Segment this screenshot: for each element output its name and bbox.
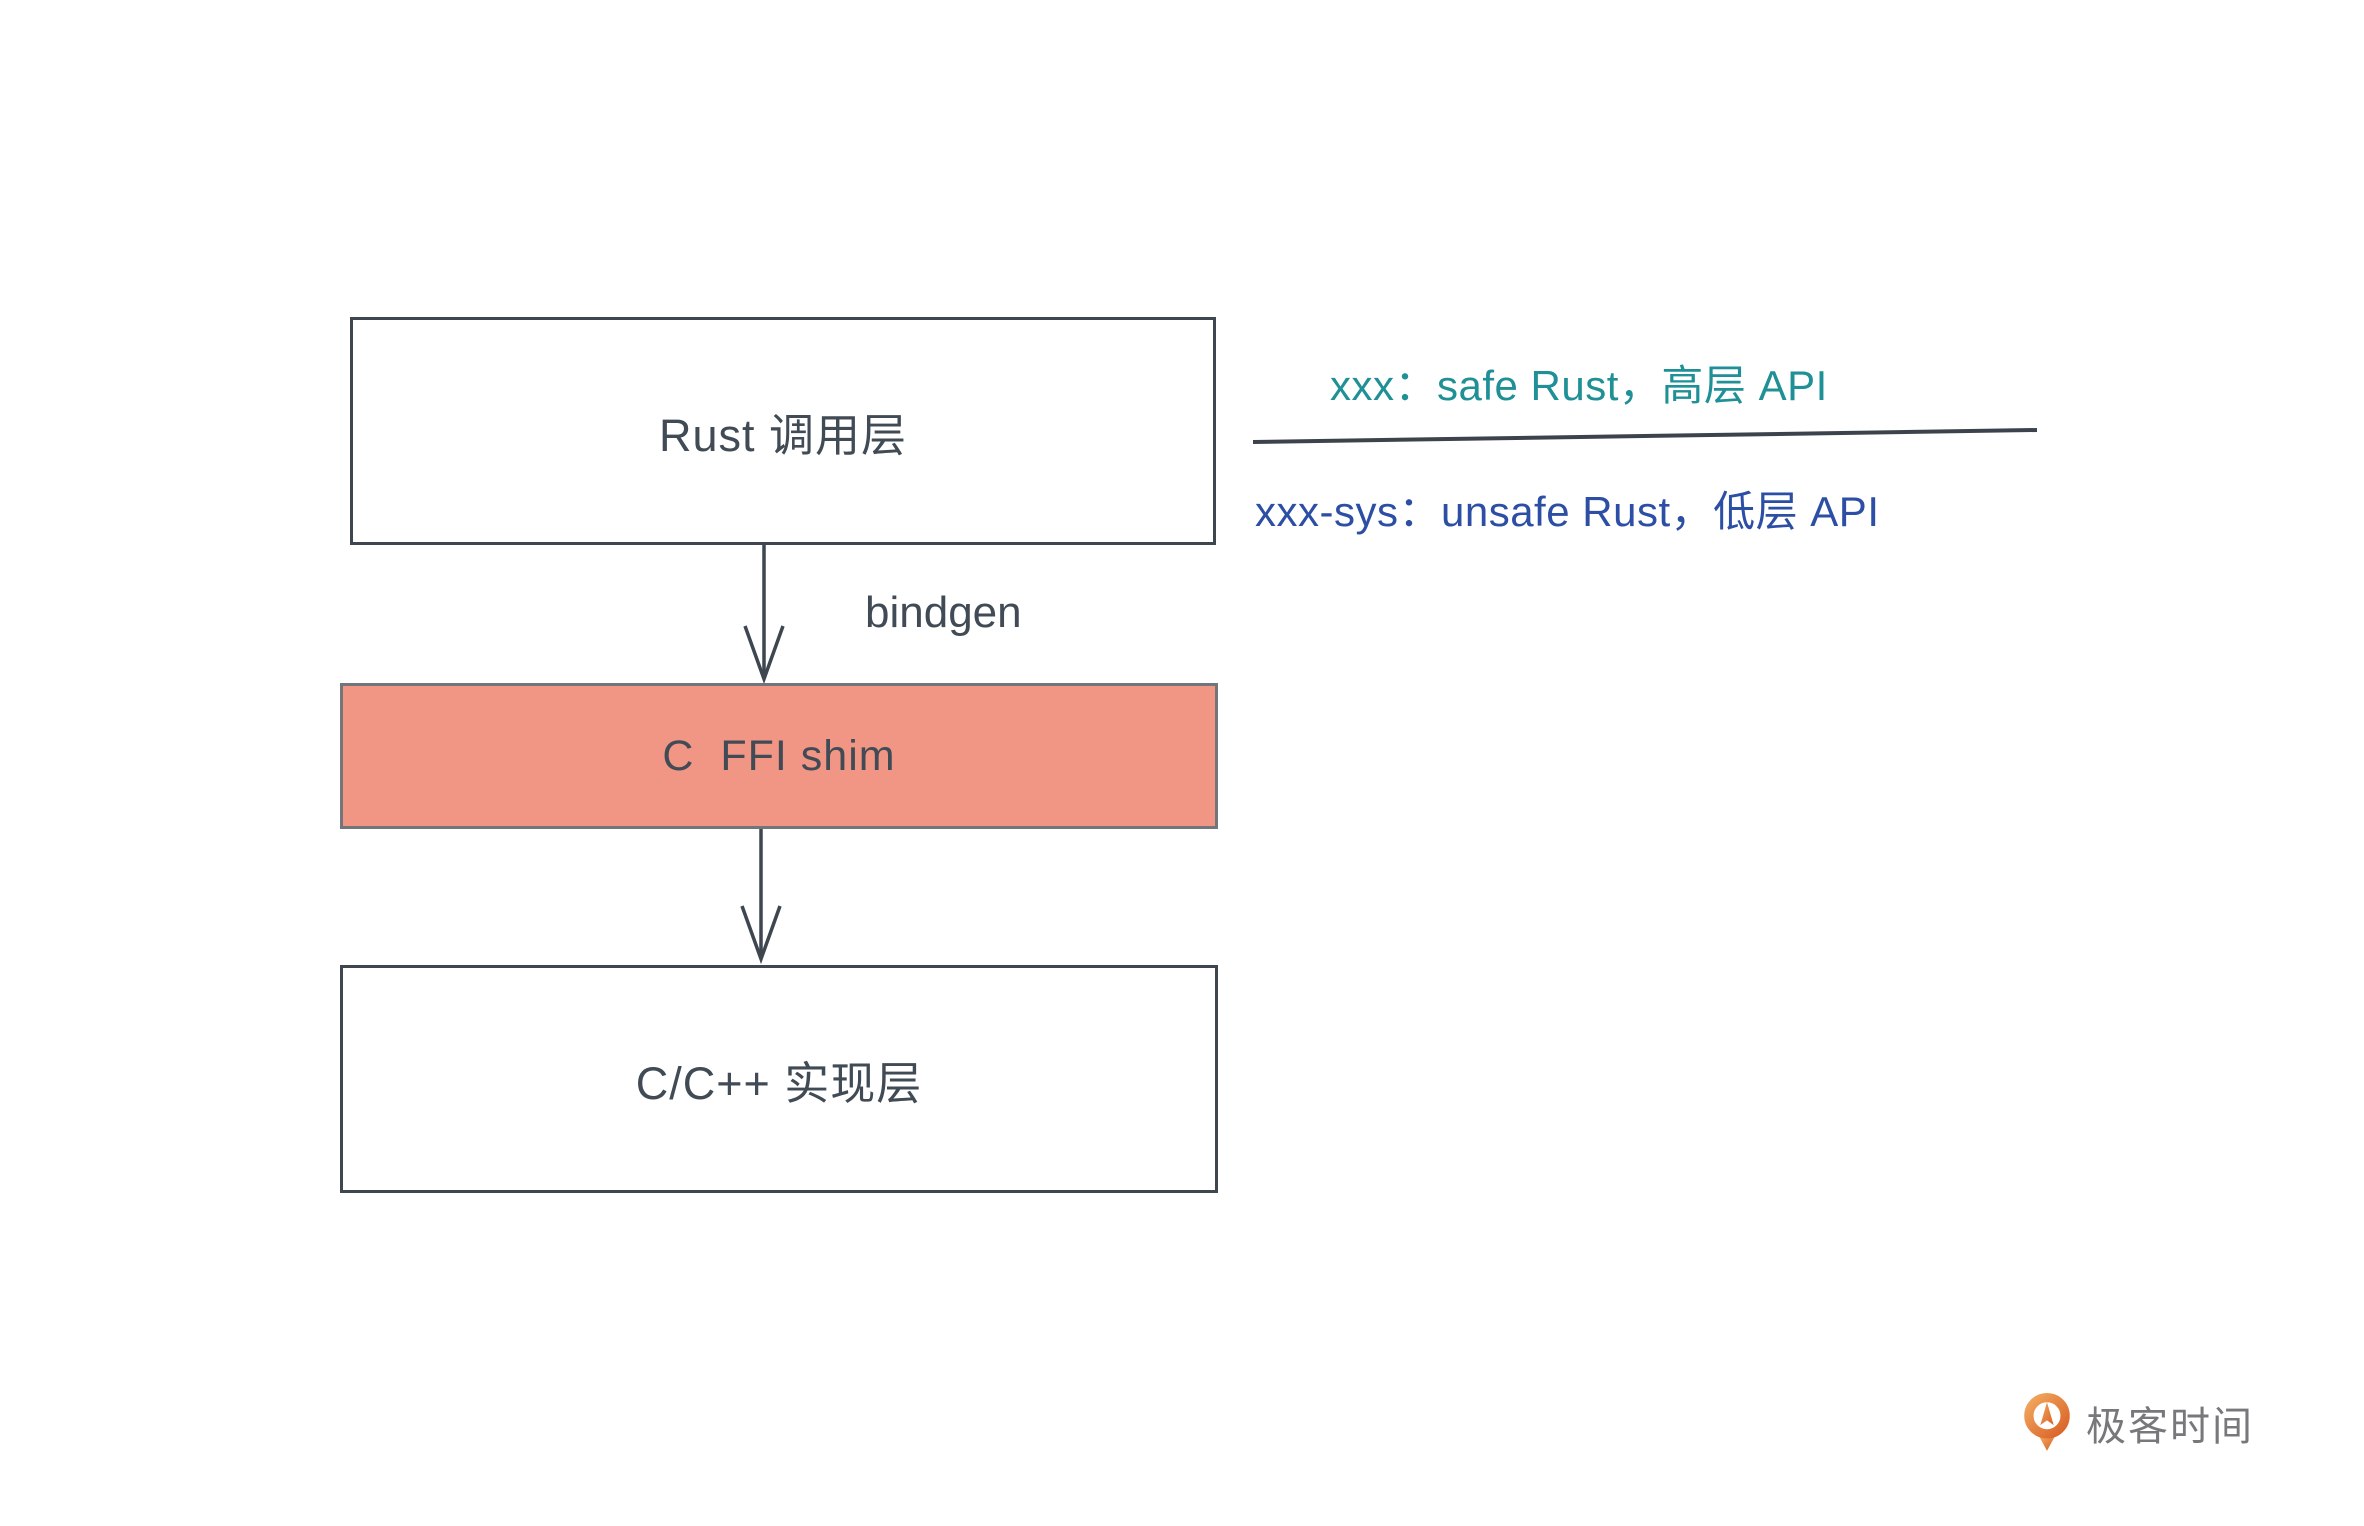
brand-watermark: 极客时间 bbox=[2022, 1392, 2254, 1454]
layer-box-c-cpp-impl: C/C++ 实现层 bbox=[340, 965, 1218, 1193]
legend-unsafe-rust: xxx-sys：unsafe Rust，低层 API bbox=[1255, 488, 1880, 535]
layer-box-label: Rust 调用层 bbox=[658, 409, 908, 461]
layer-box-label: C FFI shim bbox=[662, 731, 896, 780]
layer-box-c-ffi-shim: C FFI shim bbox=[340, 683, 1218, 829]
legend-safe-rust: xxx：safe Rust，高层 API bbox=[1330, 362, 1828, 409]
layer-box-label: C/C++ 实现层 bbox=[635, 1057, 923, 1109]
geektime-logo-icon bbox=[2024, 1393, 2070, 1451]
arrow-label-bindgen: bindgen bbox=[865, 588, 1022, 637]
legend-divider-line bbox=[1252, 428, 2038, 444]
layer-box-rust-call: Rust 调用层 bbox=[350, 317, 1216, 545]
brand-name: 极客时间 bbox=[2086, 1405, 2254, 1449]
